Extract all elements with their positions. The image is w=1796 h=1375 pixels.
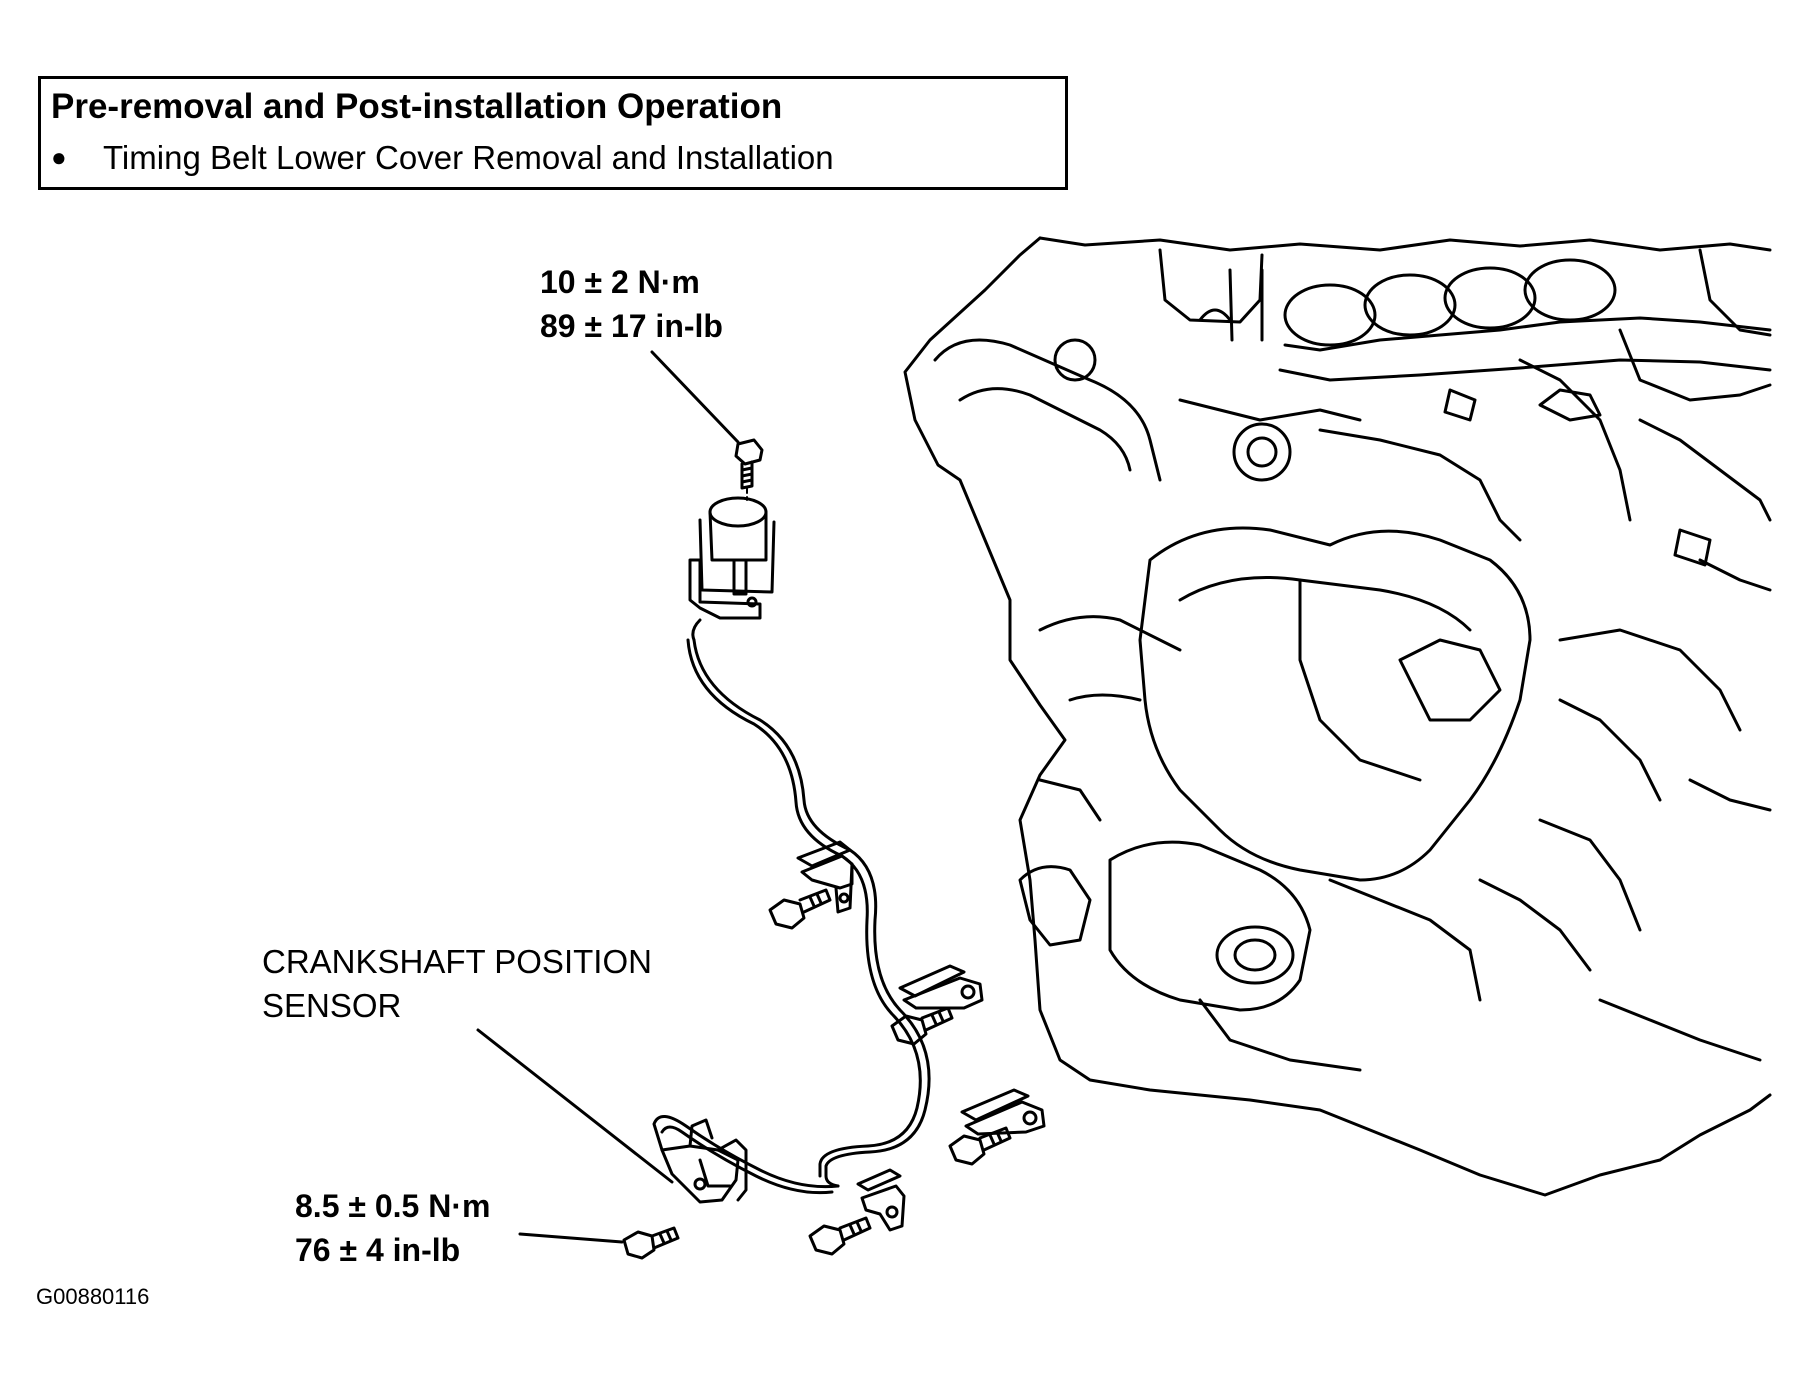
harness-clamp-1-icon xyxy=(796,840,854,914)
upper-torque-spec: 10 ± 2 N·m 89 ± 17 in-lb xyxy=(540,260,723,348)
harness-clamp-3-icon xyxy=(960,1088,1046,1136)
leader-sensor xyxy=(476,1028,674,1184)
note-item: ● Timing Belt Lower Cover Removal and Ins… xyxy=(51,139,834,177)
note-title: Pre-removal and Post-installation Operat… xyxy=(51,87,783,126)
upper-bolt-icon xyxy=(734,438,764,501)
lower-torque-imperial: 76 ± 4 in-lb xyxy=(295,1232,461,1268)
leader-lower-torque xyxy=(518,1232,624,1244)
clamp-bolt-3-icon xyxy=(948,1126,1012,1166)
sensor-harness-wire xyxy=(652,638,931,1195)
leader-upper-torque xyxy=(650,350,740,444)
crankshaft-position-sensor-icon xyxy=(660,1118,748,1204)
lower-bolt-icon xyxy=(622,1226,680,1260)
clamp-bolt-1-icon xyxy=(768,888,832,930)
leader-lines xyxy=(476,350,740,1244)
crankshaft-sensor-label: CRANKSHAFT POSITION SENSOR xyxy=(262,940,652,1028)
sensor-label-line1: CRANKSHAFT POSITION xyxy=(262,943,652,980)
note-item-text: Timing Belt Lower Cover Removal and Inst… xyxy=(103,139,834,176)
harness-clamp-4-icon xyxy=(856,1168,906,1232)
clamp-bolt-2-icon xyxy=(890,1006,954,1046)
lower-torque-spec: 8.5 ± 0.5 N·m 76 ± 4 in-lb xyxy=(295,1184,490,1272)
figure-id: G00880116 xyxy=(36,1284,150,1309)
upper-sensor-icon xyxy=(688,496,776,642)
sensor-label-line2: SENSOR xyxy=(262,987,402,1024)
upper-torque-metric: 10 ± 2 N·m xyxy=(540,264,700,300)
pre-removal-note-box: Pre-removal and Post-installation Operat… xyxy=(38,76,1068,190)
engine-block xyxy=(903,236,1772,1197)
bullet-icon: ● xyxy=(51,142,67,172)
upper-torque-imperial: 89 ± 17 in-lb xyxy=(540,308,723,344)
harness-clamp-2-icon xyxy=(898,964,984,1010)
lower-torque-metric: 8.5 ± 0.5 N·m xyxy=(295,1188,491,1224)
clamp-bolt-4-icon xyxy=(808,1216,872,1256)
